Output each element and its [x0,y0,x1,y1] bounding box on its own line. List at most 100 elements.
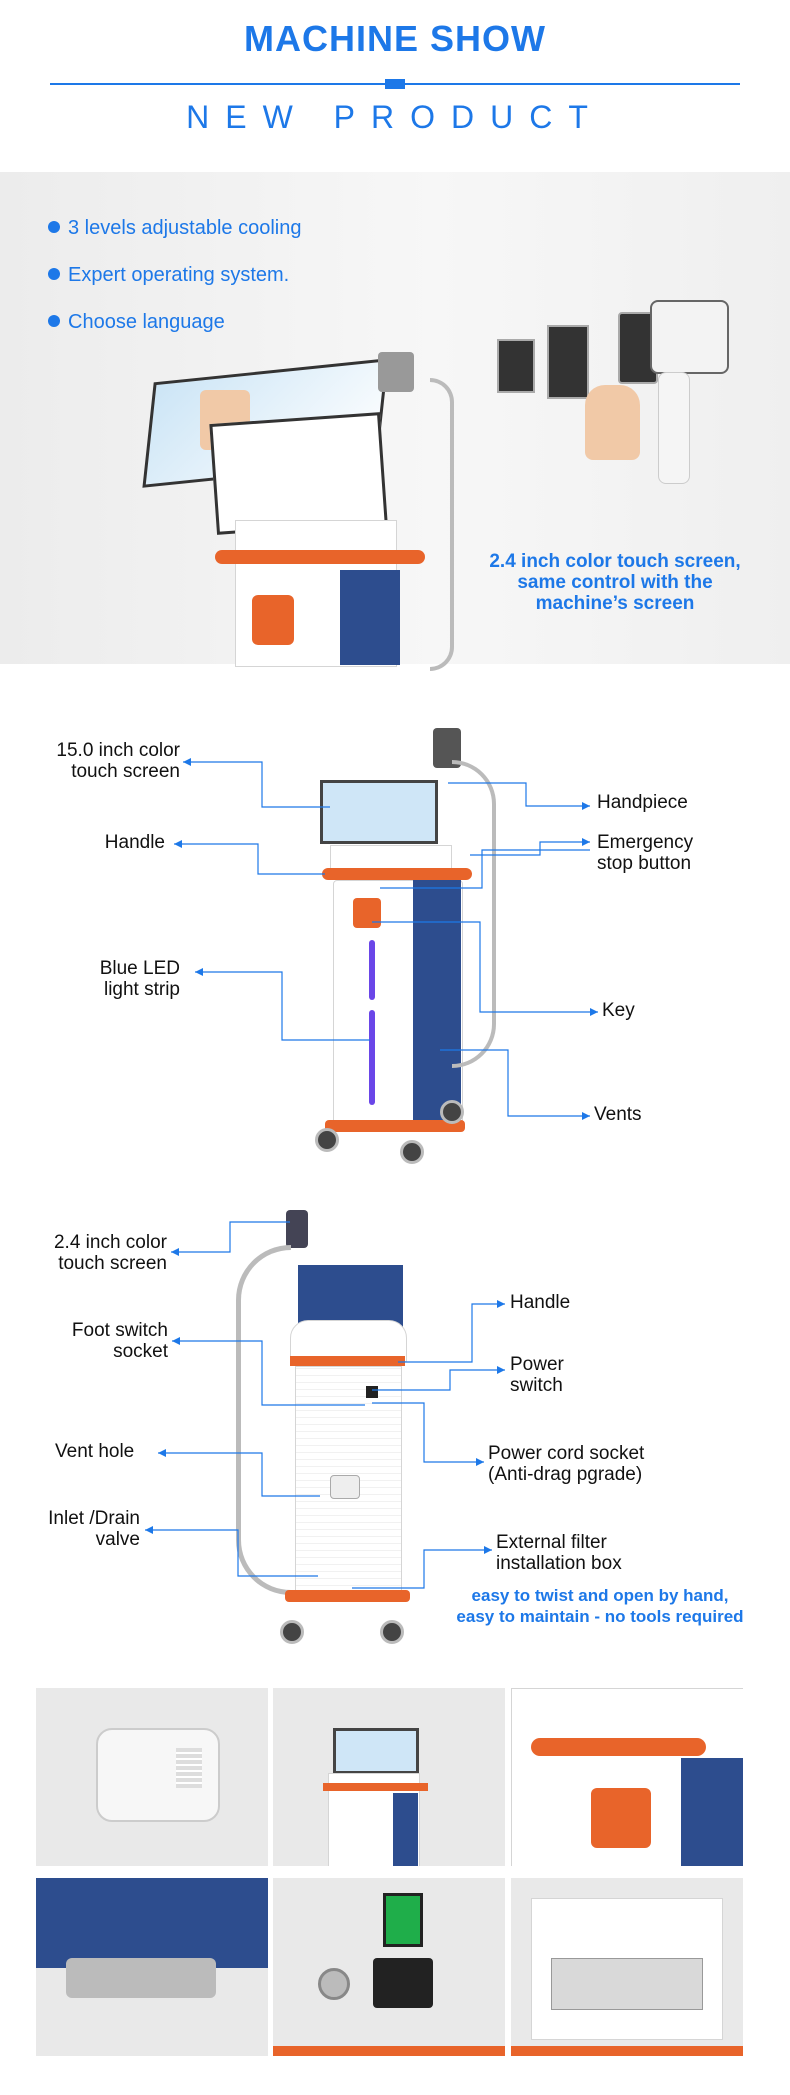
arrow-head-icon [174,840,182,848]
callout-line [470,841,590,856]
hero-machine-handle [215,550,425,564]
callout-line [372,921,598,1013]
arrow-head-icon [172,1337,180,1345]
photo-object [318,1968,350,2000]
hero-side-panel [340,570,400,665]
arrow-head-icon [195,968,203,976]
arrow-head-icon [582,1112,590,1120]
back-valve [330,1475,360,1499]
feature-label: 3 levels adjustable cooling [68,217,302,239]
feature-item: Choose language [48,311,225,334]
feature-item: Expert operating system. [48,264,289,287]
label-line: valve [95,1529,140,1550]
wheel [280,1620,304,1644]
caption-line: same control with the [517,572,713,593]
handpiece-illustration [650,300,729,374]
callout-line [372,1402,484,1463]
front-screen [320,780,438,844]
photo-object [531,1738,706,1756]
led-strip [369,940,375,1000]
photo-object [511,2046,743,2056]
led-strip [369,1010,375,1105]
wheel [315,1128,339,1152]
feature-label: Expert operating system. [68,264,290,286]
photo-object [681,1758,743,1866]
photo-object [36,1878,268,1968]
label-line: Power cord socket [488,1443,645,1464]
caption-line: 2.4 inch color touch screen, [489,551,741,572]
label-line: stop button [597,853,692,874]
photo-object [373,1958,433,2008]
filter-note: easy to twist and open by hand, easy to m… [430,1585,770,1627]
photo-object [96,1728,220,1822]
feature-item: 3 levels adjustable cooling [48,217,302,240]
label-line: touch screen [71,761,180,782]
photo-object [273,2046,505,2056]
label-line: Foot switch [71,1320,168,1341]
caption-line: machine’s screen [535,593,695,614]
arrow-head-icon [158,1449,166,1457]
callout-line [352,1549,492,1589]
label-line: switch [510,1375,563,1396]
arrow-head-icon [497,1300,505,1308]
photo-filter-box [511,1878,743,2056]
back-screen [298,1265,403,1327]
callout-line [398,1303,505,1363]
photo-machine-front [273,1688,505,1866]
label-key: Key [602,1000,635,1021]
label-cord: Power cord socket(Anti-drag pgrade) [488,1443,644,1485]
callout-line [195,971,370,1041]
arrow-head-icon [171,1248,179,1256]
hero-handpiece [378,352,414,392]
label-vent-hole: Vent hole [55,1441,135,1462]
callout-line [158,1452,320,1497]
label-vents: Vents [594,1104,642,1125]
photo-object [383,1893,423,1947]
title-divider-notch [385,79,405,89]
note-line: easy to maintain - no tools required [456,1607,744,1626]
callout-line [145,1529,318,1577]
photo-object [323,1783,428,1791]
page-subtitle: NEW PRODUCT [186,99,604,135]
arrow-head-icon [484,1546,492,1554]
front-base [325,1120,465,1132]
page-title: MACHINE SHOW [244,18,546,59]
front-side-panel [413,880,461,1125]
hero-caption: 2.4 inch color touch screen, same contro… [470,551,760,614]
arrow-head-icon [582,802,590,810]
callout-line [372,1369,505,1391]
callout-line [171,1221,290,1253]
arrow-head-icon [476,1458,484,1466]
arrow-head-icon [497,1366,505,1374]
photo-object [591,1788,651,1848]
wheel [440,1100,464,1124]
photo-object [551,1958,703,2010]
photo-object [176,1748,202,1788]
note-line: easy to twist and open by hand, [471,1586,729,1605]
callout-line [448,782,590,807]
label-line: 15.0 inch color [56,740,180,761]
arrow-head-icon [183,758,191,766]
label-line: Power [510,1354,564,1375]
callout-line [380,849,590,889]
mini-screen [497,339,535,393]
photo-handpiece-tip [36,1688,268,1866]
label-line: touch screen [58,1253,167,1274]
finger-image [585,385,640,460]
back-handpiece [286,1210,308,1248]
label-line: Emergency [597,832,694,853]
bullet-icon [48,315,60,327]
label-line: light strip [103,979,180,1000]
photo-screen-hinge [36,1878,268,2056]
hero-emergency-panel [252,595,294,645]
back-base [285,1590,410,1602]
label-handpiece: Handpiece [597,792,688,813]
